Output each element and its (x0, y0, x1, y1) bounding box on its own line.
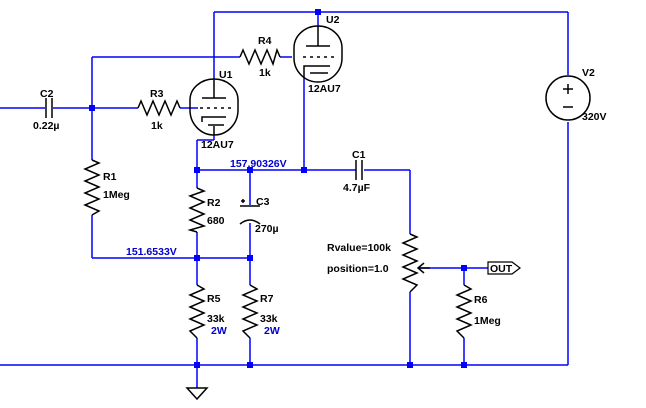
r7-ref: R7 (260, 293, 274, 305)
junction-node (194, 362, 200, 368)
junction-node (315, 9, 321, 15)
junction-node (247, 255, 253, 261)
u1-model: 12AU7 (201, 139, 234, 151)
resistor-r1[interactable]: R1 1Meg (83, 159, 130, 216)
junction-node (247, 167, 253, 173)
cathode-voltage-label: 157.90326V (230, 158, 287, 170)
r1-ref: R1 (103, 171, 117, 183)
resistor-r3[interactable]: R3 1k (137, 88, 181, 132)
r6-ref: R6 (474, 294, 488, 306)
c3-value: 270µ (255, 223, 279, 235)
r3-ref: R3 (150, 88, 164, 100)
r2-ref: R2 (207, 197, 221, 209)
voltage-source-v2[interactable]: V2 320V (545, 67, 607, 123)
r1-value: 1Meg (103, 189, 130, 201)
potentiometer[interactable]: Rvalue=100k position=1.0 (327, 233, 430, 293)
resistor-r5[interactable]: R5 33k 2W (188, 284, 227, 339)
c3-ref: C3 (256, 196, 270, 208)
r6-value: 1Meg (474, 315, 501, 327)
wires (0, 11, 569, 388)
junction-node (301, 167, 307, 173)
resistor-r2[interactable]: R2 680 (187, 187, 225, 233)
junction-node (89, 105, 95, 111)
bias-voltage-label: 151.6533V (126, 246, 177, 258)
r3-value: 1k (151, 120, 163, 132)
junction-node (194, 255, 200, 261)
junction-node (407, 362, 413, 368)
r5-ref: R5 (207, 293, 221, 305)
capacitor-c3[interactable]: C3 270µ (239, 196, 279, 235)
c2-ref: C2 (40, 88, 54, 100)
junction-node (194, 167, 200, 173)
c1-value: 4.7µF (343, 182, 371, 194)
pot-position: position=1.0 (327, 263, 389, 275)
capacitor-c2[interactable]: C2 0.22µ (33, 88, 60, 132)
c2-value: 0.22µ (33, 120, 60, 132)
output-port-label: OUT (490, 263, 513, 275)
v2-ref: V2 (582, 67, 595, 79)
r4-value: 1k (259, 67, 271, 79)
u2-model: 12AU7 (308, 83, 341, 95)
u2-ref: U2 (326, 14, 340, 26)
capacitor-c1[interactable]: C1 4.7µF (343, 149, 371, 194)
r7-power: 2W (264, 325, 280, 337)
resistor-r4[interactable]: R4 1k (239, 35, 281, 79)
resistor-r6[interactable]: R6 1Meg (455, 284, 501, 339)
r5-value: 33k (207, 313, 225, 325)
resistor-r7[interactable]: R7 33k 2W (241, 284, 280, 339)
triode-u2[interactable]: U2 12AU7 (293, 14, 343, 95)
junction-node (247, 362, 253, 368)
r4-ref: R4 (258, 35, 272, 47)
junction-node (461, 362, 467, 368)
c1-ref: C1 (352, 149, 366, 161)
r7-value: 33k (260, 313, 278, 325)
junction-node (461, 265, 467, 271)
triode-u1[interactable]: U1 12AU7 (189, 69, 239, 151)
output-port-icon[interactable]: OUT (487, 261, 521, 275)
ground-icon (185, 387, 209, 401)
u1-ref: U1 (219, 69, 233, 81)
v2-value: 320V (582, 111, 607, 123)
r5-power: 2W (211, 325, 227, 337)
junction-nodes (89, 9, 467, 368)
r2-value: 680 (207, 215, 225, 227)
pot-rvalue: Rvalue=100k (327, 242, 391, 254)
